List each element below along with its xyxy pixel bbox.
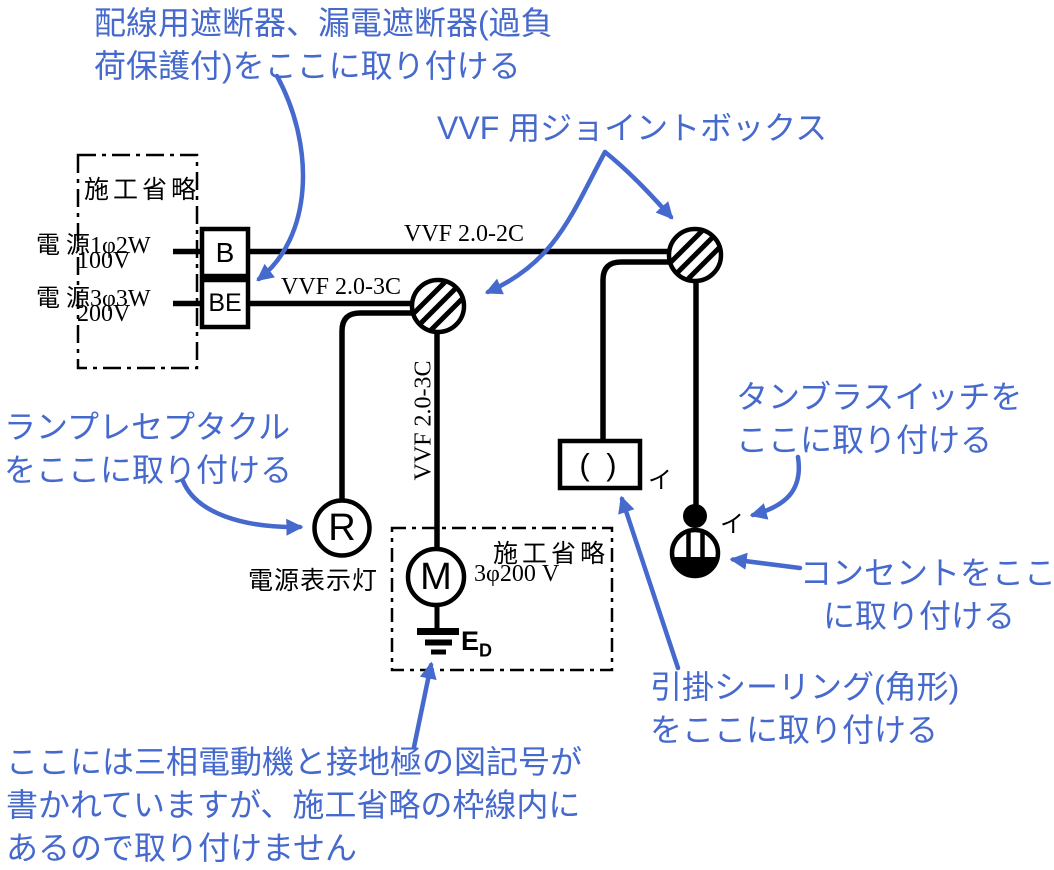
arrow-switch: [749, 454, 802, 520]
wire-to-ceiling: [600, 259, 695, 443]
annotation-outlet: コンセントをここ に取り付ける: [800, 552, 1054, 638]
annotation-note-line1: ここには三相電動機と接地極の図記号が: [6, 744, 583, 780]
source2-name: 電 源3φ3W: [36, 286, 151, 312]
omission-label-bottom: 施工省略: [493, 541, 610, 568]
arrow-lamp: [180, 478, 304, 536]
annotation-tumbler: タンブラスイッチを ここに取り付ける: [736, 376, 1022, 462]
annotation-note-line3: あるので取り付けません: [6, 830, 358, 866]
annotation-lamp: ランプレセプタクル をここに取り付ける: [4, 406, 292, 492]
lamp-symbol-letter: R: [328, 506, 356, 549]
annotation-arrows: [180, 73, 803, 750]
ground-label-main: E: [461, 626, 480, 656]
ceiling-symbol-glyph: ( ): [579, 446, 621, 482]
ground-label: ED: [461, 626, 492, 661]
ground-label-sub: D: [479, 640, 493, 661]
cable-label-left: VVF 2.0-3C: [281, 274, 402, 300]
breaker-be-label: BE: [208, 289, 242, 317]
wire-to-lamp: [339, 310, 438, 503]
arrow-outlet: [729, 552, 803, 571]
arrow-ceiling: [618, 495, 681, 671]
source1-name: 電 源1φ2W: [36, 233, 151, 259]
annotation-note: ここには三相電動機と接地極の図記号が 書かれていますが、施工省略の枠線内に ある…: [6, 741, 582, 870]
annotation-ceiling: 引掛シーリング(角形) をここに取り付ける: [650, 666, 959, 752]
breaker-be-box: [199, 277, 251, 330]
annotation-outlet-line1: コンセントをここ: [800, 555, 1054, 591]
arrow-joint-left: [484, 149, 608, 295]
omission-area-bottom: [390, 526, 614, 672]
breaker-b-box: [199, 226, 251, 279]
source1-voltage: 100V: [77, 248, 131, 274]
cable-label-top: VVF 2.0-2C: [404, 221, 525, 247]
annotation-lamp-line2: をここに取り付ける: [4, 452, 293, 488]
annotation-tumbler-line2: ここに取り付ける: [736, 422, 993, 458]
circuit-mark-switch: イ: [720, 512, 744, 538]
ceiling-rose-symbol: [557, 438, 643, 491]
lamp-receptacle-symbol: [312, 498, 372, 558]
annotation-tumbler-line1: タンブラスイッチを: [736, 379, 1023, 415]
cable-label-drop: VVF 2.0-3C: [410, 360, 437, 481]
annotation-outlet-line2: に取り付ける: [823, 598, 1016, 634]
annotation-breaker-line1: 配線用遮断器、漏電遮断器(過負: [94, 5, 553, 41]
joint-box-left-symbol: [409, 277, 467, 335]
annotation-note-line2: 書かれていますが、施工省略の枠線内に: [6, 787, 581, 823]
lamp-caption: 電源表示灯: [248, 568, 379, 595]
source2-voltage: 200V: [77, 301, 131, 327]
outlet-symbol: [669, 527, 721, 579]
switch-symbol: [683, 504, 707, 528]
joint-box-right-symbol: [666, 226, 724, 284]
motor-symbol-letter: M: [420, 555, 452, 598]
wires: [173, 248, 699, 550]
annotation-joint-box: VVF 用ジョイントボックス: [437, 110, 828, 146]
arrow-ground: [411, 661, 437, 750]
annotation-breaker: 配線用遮断器、漏電遮断器(過負 荷保護付)をここに取り付ける: [94, 2, 553, 88]
annotation-ceiling-line2: をここに取り付ける: [650, 712, 939, 748]
arrow-joint-right: [602, 149, 674, 220]
annotation-lamp-line1: ランプレセプタクル: [4, 409, 291, 445]
omission-label-top: 施工省略: [84, 177, 201, 204]
annotation-ceiling-line1: 引掛シーリング(角形): [650, 669, 960, 705]
ground-symbol: [417, 604, 459, 655]
motor-spec: 3φ200 V: [474, 561, 560, 587]
breaker-b-label: B: [215, 236, 235, 268]
arrow-breaker: [256, 73, 306, 282]
omission-area-top: [76, 153, 199, 370]
circuit-mark-ceiling: イ: [648, 468, 672, 494]
annotation-breaker-line2: 荷保護付)をここに取り付ける: [94, 48, 521, 84]
